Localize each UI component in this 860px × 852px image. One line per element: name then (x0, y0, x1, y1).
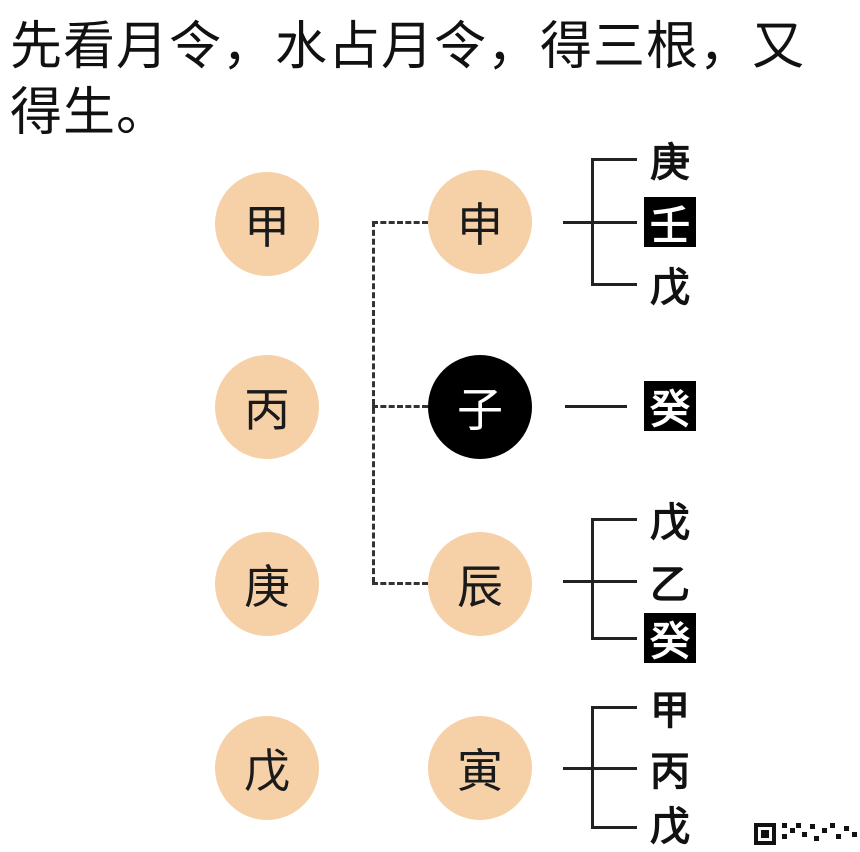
bracket-stub-shen (563, 221, 593, 224)
stem-circle-1: 甲 (215, 172, 319, 276)
bracket-stub-yin (563, 767, 593, 770)
hidden-stem-chen-1: 戊 (650, 500, 690, 546)
hidden-stem-chen-2: 乙 (650, 562, 690, 608)
qr-code-icon (752, 820, 860, 845)
dashed-connector-zi (372, 405, 428, 408)
dashed-connector-vertical (372, 221, 375, 583)
bracket-tick-shen-3 (591, 283, 637, 286)
hidden-stem-chen-3: 癸 (644, 613, 696, 665)
branch-circle-zi: 子 (428, 355, 532, 459)
hidden-stem-shen-2: 壬 (644, 197, 696, 249)
diagram-title: 先看月令，水占月令，得三根，又得生。 (10, 17, 806, 143)
bracket-tick-yin-3 (591, 826, 637, 829)
bracket-tick-yin-1 (591, 706, 637, 709)
bracket-tick-chen-1 (591, 518, 637, 521)
bracket-tick-chen-3 (591, 637, 637, 640)
hidden-stem-yin-1: 甲 (650, 688, 690, 734)
branch-circle-shen: 申 (428, 170, 532, 274)
hidden-stem-shen-3: 戊 (650, 265, 690, 311)
hidden-stem-zi-1: 癸 (644, 381, 696, 433)
stem-circle-3: 庚 (215, 532, 319, 636)
hidden-stem-yin-2: 丙 (650, 749, 690, 795)
dashed-connector-shen (372, 221, 428, 224)
branch-circle-yin: 寅 (428, 716, 532, 820)
stem-circle-4: 戊 (215, 716, 319, 820)
bracket-tick-chen-2 (591, 580, 637, 583)
branch-circle-chen: 辰 (428, 532, 532, 636)
connector-line-zi (565, 405, 627, 408)
dashed-connector-chen (372, 582, 428, 585)
stem-circle-2: 丙 (215, 355, 319, 459)
bracket-vertical-chen (591, 518, 594, 640)
hidden-stem-yin-3: 戊 (650, 804, 690, 850)
bracket-tick-shen-2 (591, 221, 637, 224)
bracket-tick-yin-2 (591, 767, 637, 770)
bracket-stub-chen (563, 580, 593, 583)
bracket-tick-shen-1 (591, 158, 637, 161)
hidden-stem-shen-1: 庚 (650, 140, 690, 186)
